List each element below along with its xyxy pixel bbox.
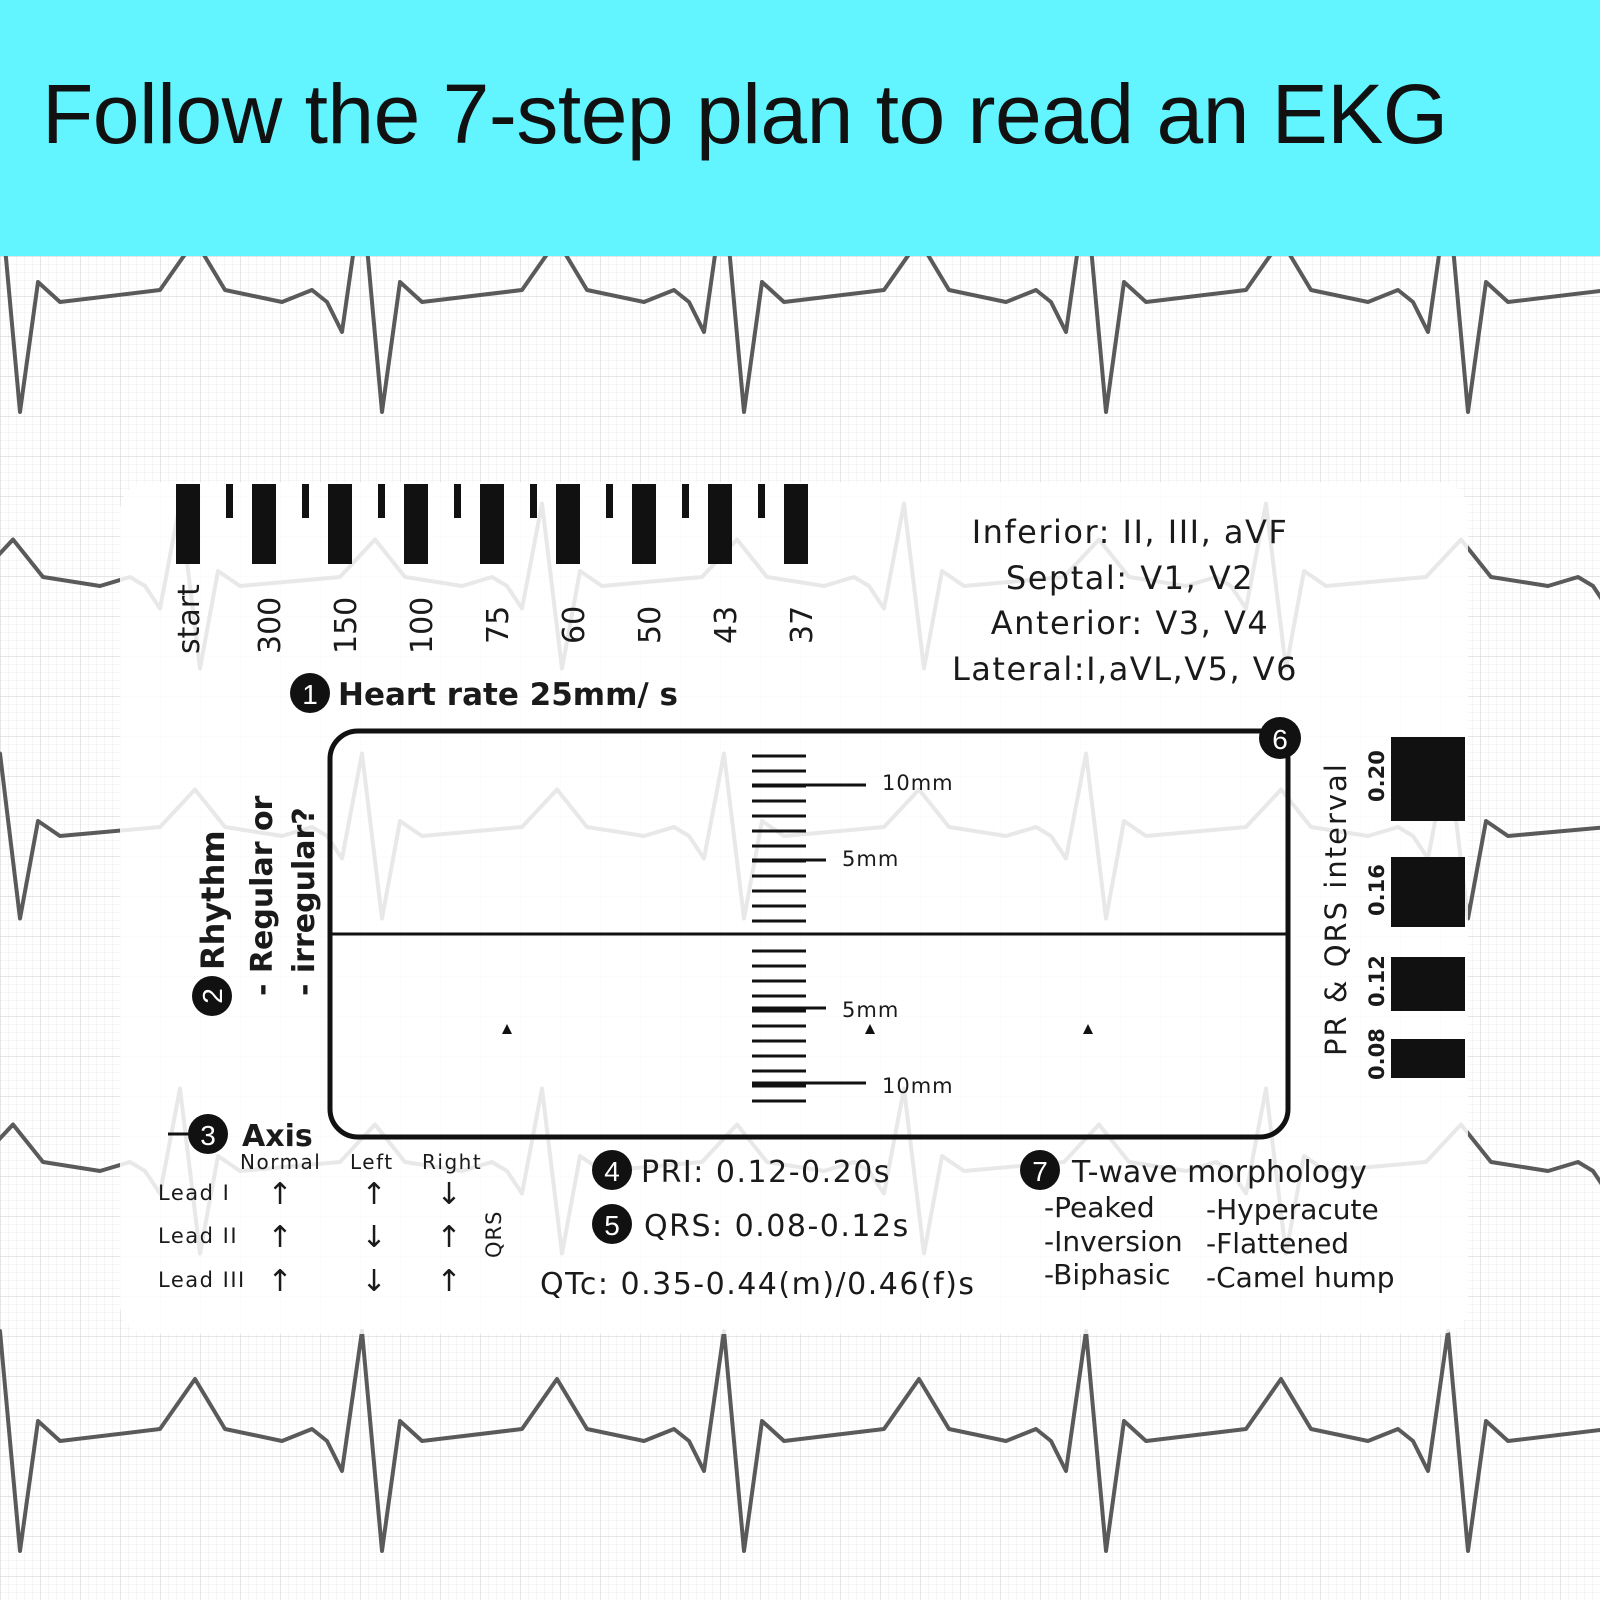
millimeter-ticks <box>752 754 806 1103</box>
axis-title: Axis <box>242 1119 313 1154</box>
t-wave-item: -Camel hump <box>1206 1261 1395 1294</box>
axis-left-arrow: ↓ <box>361 1220 386 1255</box>
axis-row-lead-1: Lead I ↑ ↑ ↓ <box>158 1177 462 1212</box>
hr-label-300: 300 <box>253 597 288 654</box>
axis-right-arrow: ↑ <box>436 1264 461 1299</box>
hr-label-75: 75 <box>481 606 516 644</box>
heart-rate-marker-labels: start 300 150 100 75 60 50 43 37 <box>172 584 820 654</box>
interval-value-0.12: 0.12 <box>1365 955 1389 1007</box>
axis-right-arrow: ↓ <box>436 1177 461 1212</box>
hr-label-150: 150 <box>329 597 364 654</box>
ekg-ruler-card <box>120 482 1468 1334</box>
axis-left-arrow: ↑ <box>361 1177 386 1212</box>
axis-normal-arrow: ↑ <box>267 1264 292 1299</box>
axis-row-lead-3: Lead III ↑ ↓ ↑ <box>158 1264 462 1299</box>
axis-lead-label: Lead III <box>158 1268 246 1292</box>
hr-label-50: 50 <box>633 606 668 644</box>
interval-bar-0.08 <box>1391 1039 1465 1078</box>
step-4-number: 4 <box>604 1156 620 1187</box>
rhythm-line-1: - Regular or <box>245 795 280 996</box>
t-wave-item: -Flattened <box>1206 1227 1349 1260</box>
t-wave-title: T-wave morphology <box>1071 1155 1367 1190</box>
scale-top-5mm: 5mm <box>842 847 899 871</box>
ekg-trace-line <box>0 1329 1600 1553</box>
step-1-number: 1 <box>302 679 318 710</box>
axis-right-arrow: ↑ <box>436 1220 461 1255</box>
axis-normal-arrow: ↑ <box>267 1220 292 1255</box>
interval-bar-0.20 <box>1391 737 1465 821</box>
t-wave-item: -Peaked <box>1044 1191 1155 1224</box>
step-2-number: 2 <box>197 988 228 1004</box>
interval-value-0.08: 0.08 <box>1365 1028 1389 1080</box>
rhythm-title: Rhythm <box>194 830 232 970</box>
step-6-badge <box>1259 717 1301 759</box>
axis-col-right: Right <box>422 1150 482 1174</box>
step-4-badge <box>592 1150 632 1190</box>
heart-rate-scale <box>176 484 808 564</box>
axis-left-arrow: ↓ <box>361 1264 386 1299</box>
axis-col-left: Left <box>350 1150 394 1174</box>
axis-lead-label: Lead II <box>158 1224 238 1248</box>
ekg-trace-line <box>3 256 1600 414</box>
scale-top-10mm: 10mm <box>882 771 954 795</box>
hr-label-start: start <box>172 584 207 654</box>
axis-lead-label: Lead I <box>158 1181 230 1205</box>
leads-septal: Septal: V1, V2 <box>1006 559 1254 597</box>
t-wave-item: -Hyperacute <box>1206 1193 1379 1226</box>
leads-lateral: Lateral:I,aVL,V5, V6 <box>952 650 1298 688</box>
title-banner: Follow the 7-step plan to read an EKG <box>0 0 1600 256</box>
t-wave-item: -Inversion <box>1044 1225 1183 1258</box>
marker-triangle-1 <box>502 1024 512 1034</box>
leads-inferior: Inferior: II, III, aVF <box>972 513 1289 551</box>
pri-text: PRI: 0.12-0.20s <box>641 1155 891 1190</box>
t-wave-item: -Biphasic <box>1044 1258 1171 1291</box>
scale-bottom-5mm: 5mm <box>842 998 899 1022</box>
axis-row-lead-2: Lead II ↑ ↓ ↑ <box>158 1220 462 1255</box>
interval-bar-0.12 <box>1391 957 1465 1011</box>
qtc-text: QTc: 0.35-0.44(m)/0.46(f)s <box>540 1267 976 1302</box>
step-3-number: 3 <box>200 1120 216 1151</box>
step-5-number: 5 <box>604 1210 620 1241</box>
page-title: Follow the 7-step plan to read an EKG <box>42 67 1448 161</box>
heart-rate-title: Heart rate 25mm/ s <box>338 677 678 713</box>
step-7-badge <box>1020 1150 1060 1190</box>
hr-label-43: 43 <box>709 606 744 644</box>
marker-triangle-3 <box>1083 1024 1093 1034</box>
scale-bottom-10mm: 10mm <box>882 1074 954 1098</box>
step-5-badge <box>592 1204 632 1244</box>
hr-label-37: 37 <box>785 606 820 644</box>
measurement-window <box>327 728 1291 1140</box>
hr-label-100: 100 <box>405 597 440 654</box>
rhythm-line-2: - irregular? <box>287 807 322 996</box>
axis-qrs-label: QRS <box>482 1211 506 1258</box>
lead-groups: Inferior: II, III, aVF Septal: V1, V2 An… <box>952 513 1298 688</box>
axis-col-normal: Normal <box>240 1150 321 1174</box>
step-2-badge <box>192 976 232 1016</box>
step-6-number: 6 <box>1272 724 1288 755</box>
interval-value-0.16: 0.16 <box>1365 864 1389 916</box>
marker-triangle-2 <box>865 1024 875 1034</box>
interval-title: PR & QRS interval <box>1319 762 1353 1056</box>
interval-value-0.20: 0.20 <box>1365 750 1389 802</box>
step-1-badge <box>290 673 330 713</box>
hr-label-60: 60 <box>557 606 592 644</box>
leads-anterior: Anterior: V3, V4 <box>991 604 1269 642</box>
step-3-badge <box>188 1114 228 1154</box>
interval-bar-0.16 <box>1391 857 1465 927</box>
axis-normal-arrow: ↑ <box>267 1177 292 1212</box>
step-7-number: 7 <box>1032 1156 1048 1187</box>
qrs-text: QRS: 0.08-0.12s <box>644 1209 910 1244</box>
